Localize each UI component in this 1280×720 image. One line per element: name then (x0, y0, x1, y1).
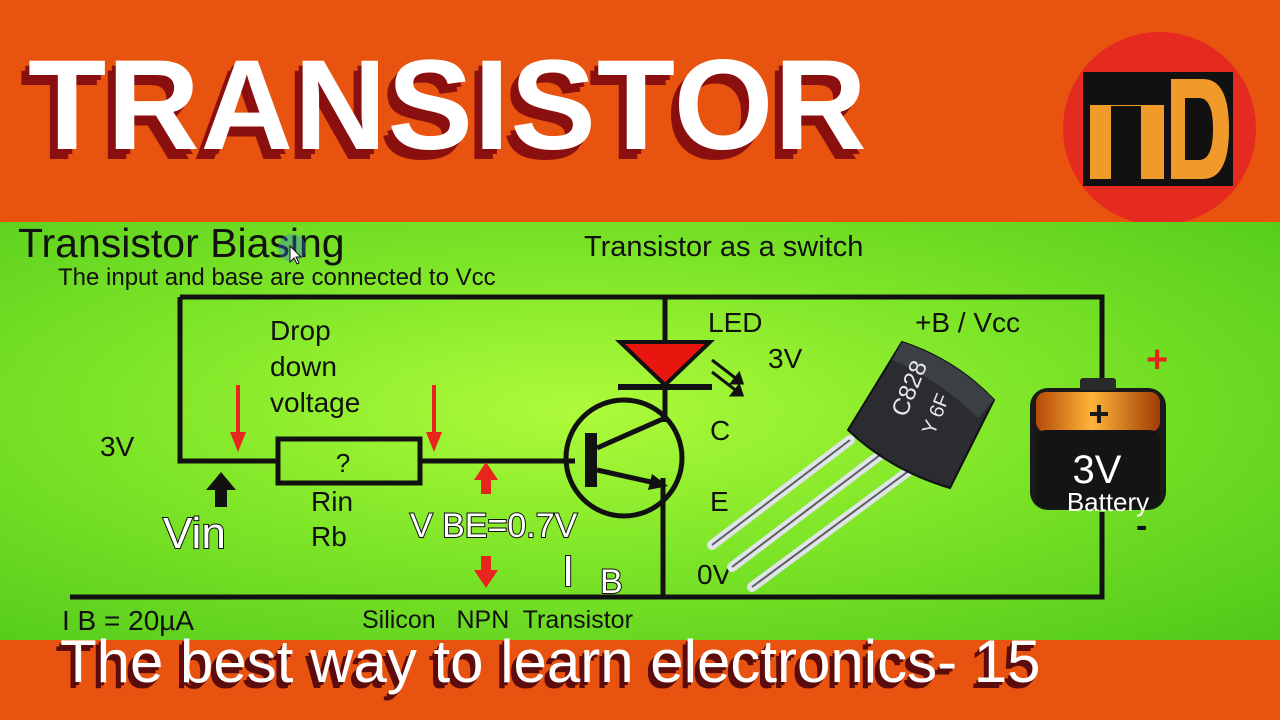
voltage-drop-arrow-icon (230, 385, 246, 452)
bottom-banner (0, 640, 1280, 720)
npn-transistor-symbol (563, 397, 685, 519)
vbe-label: V BE=0.7V (410, 507, 578, 545)
resistor-value: ? (336, 448, 350, 478)
led-symbol (615, 340, 745, 397)
led-voltage-label: 3V (768, 343, 803, 374)
rb-label: Rb (311, 521, 347, 552)
page-title: TRANSISTOR (28, 34, 868, 177)
battery-name-label: Battery (1067, 487, 1149, 517)
drop-down-label-3: voltage (270, 387, 360, 418)
battery-image (1030, 378, 1166, 510)
ib-subscript: B (600, 563, 623, 601)
emitter-label: E (710, 486, 729, 517)
battery-plus-label: + (1146, 339, 1168, 381)
vbe-up-arrow-icon (474, 462, 498, 494)
ib-symbol: I (562, 547, 574, 596)
input-voltage-label: 3V (100, 431, 135, 462)
voltage-drop-arrow-icon (426, 385, 442, 452)
logo-mark-icon (1083, 72, 1233, 186)
drop-down-label-2: down (270, 351, 337, 382)
channel-logo (1063, 32, 1256, 225)
collector-label: C (710, 415, 730, 446)
battery-voltage-label: 3V (1073, 448, 1122, 492)
drop-down-label-1: Drop (270, 315, 331, 346)
rin-label: Rin (311, 486, 353, 517)
diagram-caption: The input and base are connected to Vcc (58, 264, 496, 291)
mouse-pointer-icon (289, 244, 303, 265)
vin-up-arrow-icon (206, 472, 236, 507)
supply-label: +B / Vcc (915, 307, 1020, 338)
vbe-down-arrow-icon (474, 556, 498, 588)
led-label: LED (708, 307, 762, 338)
ground-label: 0V (697, 559, 732, 590)
light-emission-icon (711, 358, 745, 397)
vin-label: Vin (163, 509, 226, 558)
diagram-subheading: Transistor as a switch (584, 231, 863, 263)
battery-minus-label: - (1136, 507, 1147, 545)
base-current-value: I B = 20µA (62, 605, 194, 636)
transistor-type-label: Silicon NPN Transistor (362, 606, 633, 634)
footer-tagline: The best way to learn electronics- 15 (60, 628, 1041, 695)
transistor-component-image: C828 Y 6F (707, 340, 996, 592)
circuit-wires (70, 294, 1105, 600)
base-resistor (275, 436, 423, 486)
